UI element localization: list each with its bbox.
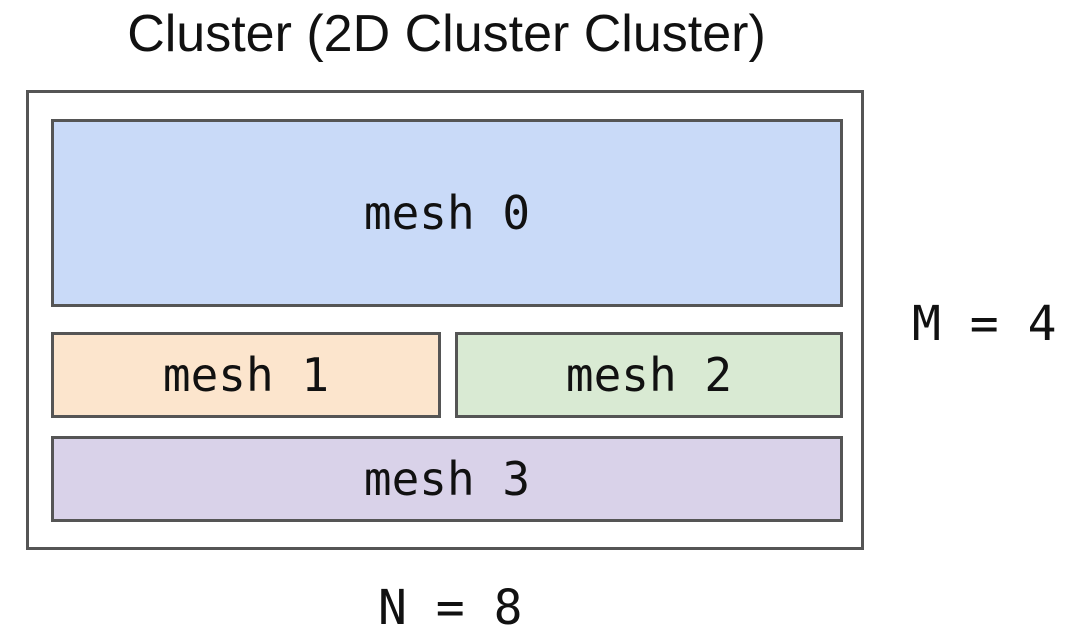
mesh-2-block: mesh 2 — [455, 332, 843, 418]
mesh-1-label: mesh 1 — [162, 348, 330, 402]
mesh-2-label: mesh 2 — [565, 348, 733, 402]
mesh-3-block: mesh 3 — [51, 436, 843, 522]
mesh-0-block: mesh 0 — [51, 119, 843, 307]
n-dimension-label: N = 8 — [378, 580, 523, 636]
m-dimension-label: M = 4 — [912, 296, 1057, 352]
mesh-0-label: mesh 0 — [363, 186, 531, 240]
diagram-title: Cluster (2D Cluster Cluster) — [127, 5, 766, 63]
mesh-1-block: mesh 1 — [51, 332, 441, 418]
mesh-3-label: mesh 3 — [363, 452, 531, 506]
